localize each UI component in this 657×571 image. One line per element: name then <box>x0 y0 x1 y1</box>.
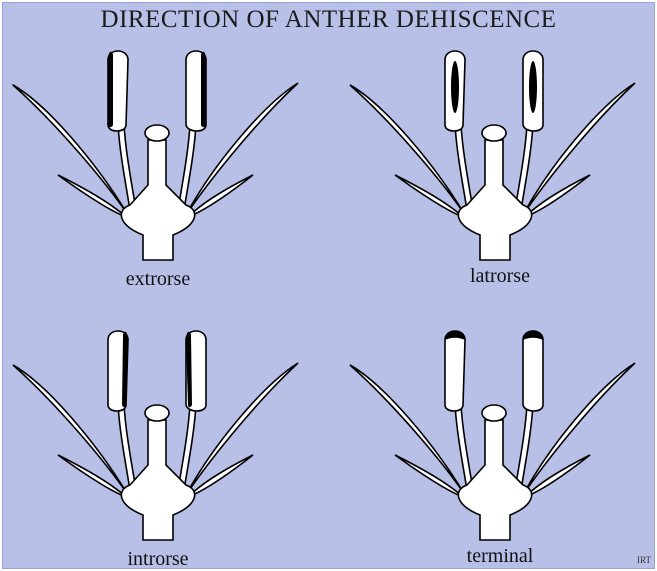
label-introrse: introrse <box>78 548 238 571</box>
flower-latrorse <box>345 45 645 275</box>
label-latrorse: latrorse <box>420 265 580 288</box>
flower-introrse <box>8 325 308 555</box>
credit-mark: IRT <box>637 555 651 565</box>
dehiscence-line-left <box>108 52 113 128</box>
filament-left <box>118 125 136 210</box>
label-extrorse: extrorse <box>78 268 238 291</box>
label-terminal: terminal <box>420 545 580 568</box>
filament-right <box>178 125 196 210</box>
flower-terminal <box>345 325 645 555</box>
dehiscence-slit-right <box>529 61 537 113</box>
dehiscence-slit-left <box>451 61 459 113</box>
flower-extrorse <box>8 45 308 275</box>
diagram-title: DIRECTION OF ANTHER DEHISCENCE <box>0 6 657 34</box>
dehiscence-line-right <box>201 52 206 128</box>
stigma <box>145 125 169 141</box>
